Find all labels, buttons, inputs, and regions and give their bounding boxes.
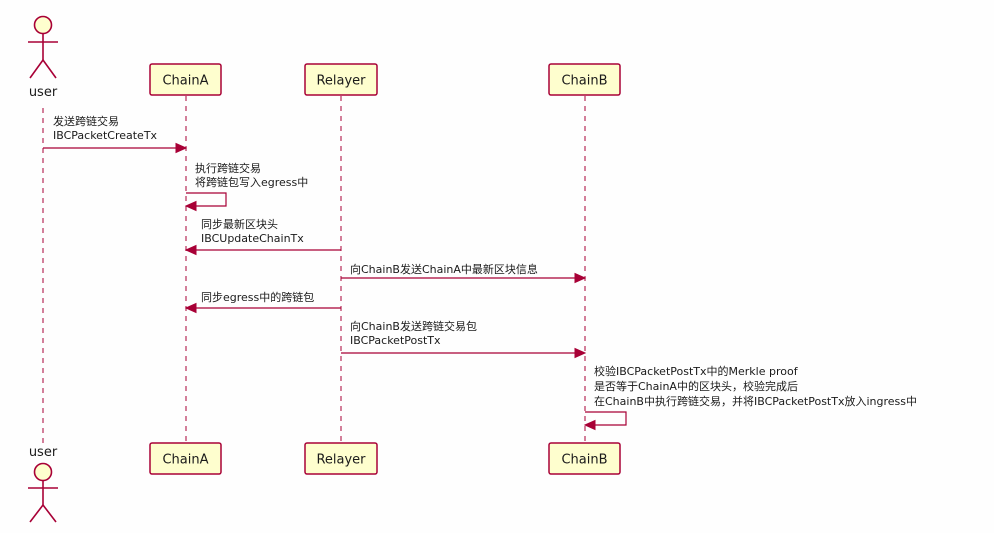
participant-chainb-top: ChainB [548,63,621,96]
actor-left-leg [29,504,44,523]
message-label: 向ChainB发送ChainA中最新区块信息 [350,262,538,276]
participant-chaina-bottom: ChainA [149,442,222,475]
participant-box [548,442,621,475]
participant-label: Relayer [316,74,366,89]
message-7-verify-ingress: 校验IBCPacketPostTx中的Merkle proof 是否等于Chai… [583,364,917,431]
arrow-head-right [574,272,587,284]
arrow-head-left [583,419,596,431]
message-label: 校验IBCPacketPostTx中的Merkle proof 是否等于Chai… [594,364,917,408]
participant-label: ChainB [561,453,607,468]
message-line: 将跨链包写入egress中 [195,175,308,189]
message-line: 是否等于ChainA中的区块头，校验完成后 [594,379,798,393]
actor-left-leg [29,59,44,79]
message-line: IBCPacketPostTx [350,334,441,347]
message-label: 同步egress中的跨链包 [201,290,314,304]
message-line: 向ChainB发送跨链交易包 [350,319,477,333]
message-self-loop [186,192,227,207]
actor-user-top: user [28,15,58,100]
message-line: 同步egress中的跨链包 [201,290,314,304]
message-line: IBCPacketCreateTx [53,129,158,142]
participant-chaina-top: ChainA [149,63,222,96]
message-1-create-tx: 发送跨链交易 IBCPacketCreateTx [43,114,188,154]
message-line: 在ChainB中执行跨链交易，并将IBCPacketPostTx放入ingres… [594,394,917,408]
message-3-update-chain: 同步最新区块头 IBCUpdateChainTx [184,217,341,256]
message-line: 发送跨链交易 [53,114,119,128]
participant-box [149,63,222,96]
actor-right-leg [42,504,57,523]
message-line: IBCUpdateChainTx [201,232,304,245]
participant-box [149,442,222,475]
participant-box [548,63,621,96]
arrow-head-left [184,244,197,256]
participant-box [304,442,378,475]
message-line: 校验IBCPacketPostTx中的Merkle proof [594,364,799,378]
arrow-head-right [574,347,587,359]
participant-label: Relayer [316,453,366,468]
message-label: 同步最新区块头 IBCUpdateChainTx [201,217,304,245]
message-2-execute-egress: 执行跨链交易 将跨链包写入egress中 [184,161,308,212]
actor-right-leg [42,59,57,79]
arrow-head-left [184,302,197,314]
message-4-send-block-info: 向ChainB发送ChainA中最新区块信息 [341,262,587,284]
actor-head [33,15,53,35]
message-label: 发送跨链交易 IBCPacketCreateTx [53,114,158,142]
message-line: 向ChainB发送ChainA中最新区块信息 [350,262,538,276]
participant-chainb-bottom: ChainB [548,442,621,475]
participant-box [304,63,378,96]
message-line: 同步最新区块头 [201,217,278,231]
message-label: 向ChainB发送跨链交易包 IBCPacketPostTx [350,319,480,347]
message-line: 执行跨链交易 [195,161,261,175]
actor-label-bottom: user [29,445,58,460]
participant-label: ChainA [162,453,208,468]
message-label: 执行跨链交易 将跨链包写入egress中 [195,161,308,189]
participant-label: ChainA [162,74,208,89]
message-self-loop [585,411,627,426]
arrow-head-left [184,200,197,212]
message-6-post-tx: 向ChainB发送跨链交易包 IBCPacketPostTx [341,319,587,359]
actor-label-top: user [29,85,58,100]
actor-user-bottom: user [28,445,58,523]
arrow-head-right [175,142,188,154]
participant-relayer-top: Relayer [304,63,378,96]
participant-relayer-bottom: Relayer [304,442,378,475]
actor-head [33,462,53,482]
message-5-sync-egress: 同步egress中的跨链包 [184,290,341,314]
participant-label: ChainB [561,74,607,89]
